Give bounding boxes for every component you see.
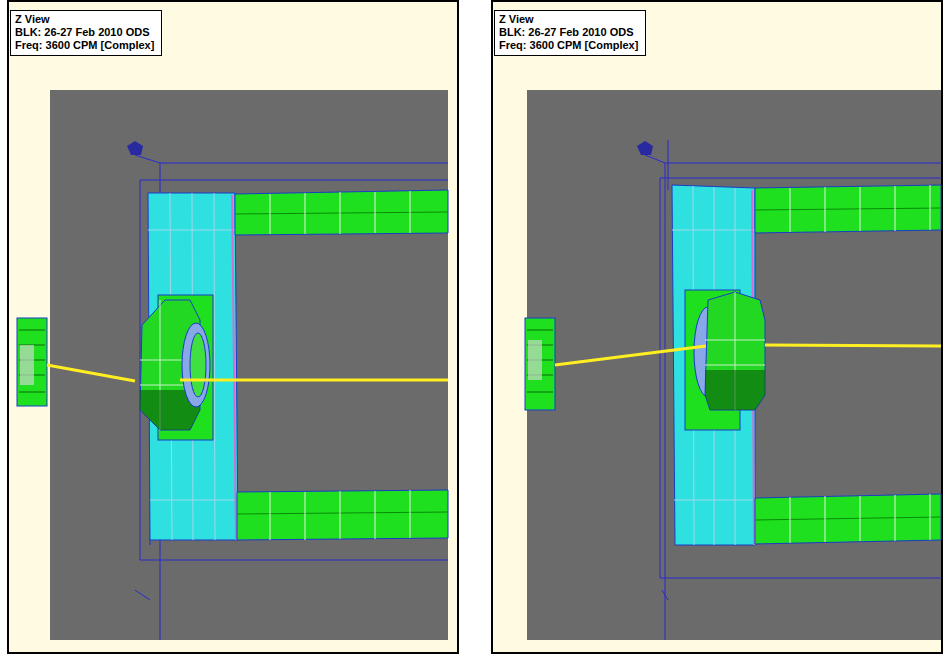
- info-text: BLK: 26-27 Feb 2010 ODS: [499, 26, 640, 39]
- info-text: Freq: 3600 CPM [Complex]: [15, 39, 156, 52]
- info-text: BLK: 26-27 Feb 2010 ODS: [15, 26, 156, 39]
- info-box: Z ViewBLK: 26-27 Feb 2010 ODSFreq: 3600 …: [494, 10, 646, 56]
- info-box: Z ViewBLK: 26-27 Feb 2010 ODSFreq: 3600 …: [10, 10, 162, 56]
- info-text: Z View: [15, 13, 156, 26]
- info-text: Z View: [499, 13, 640, 26]
- info-text: Freq: 3600 CPM [Complex]: [499, 39, 640, 52]
- right-panel: [492, 1, 942, 653]
- left-panel: [8, 1, 458, 653]
